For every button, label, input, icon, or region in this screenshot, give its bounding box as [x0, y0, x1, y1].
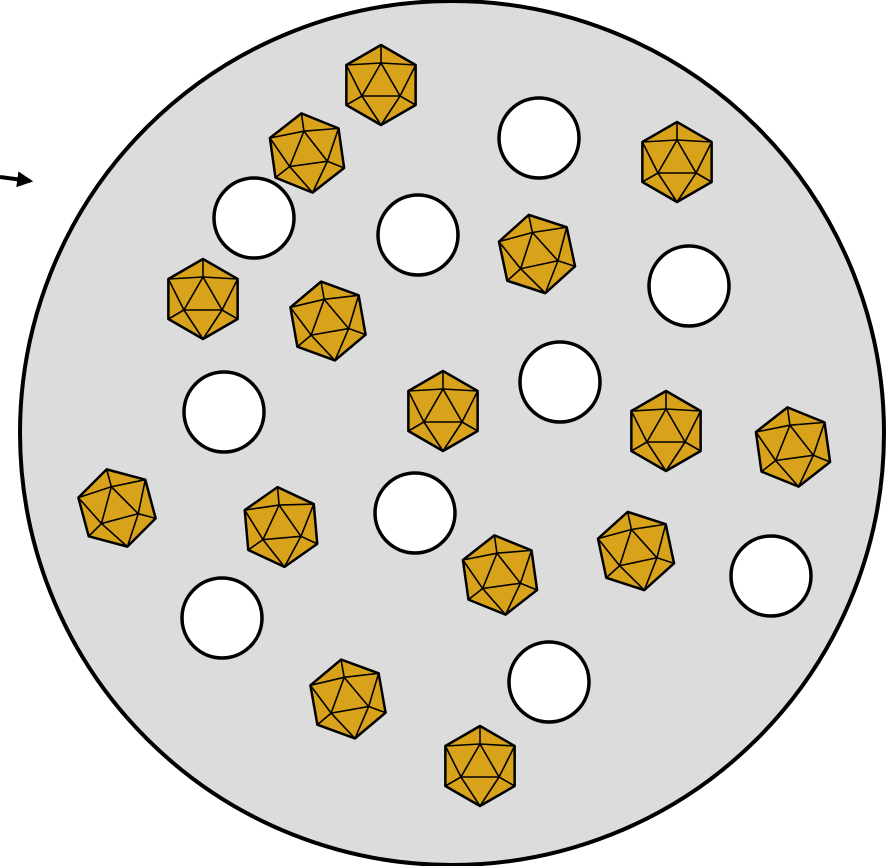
- empty-particle-10: [509, 642, 589, 722]
- empty-particle-9: [182, 578, 262, 658]
- empty-particle-7: [375, 473, 455, 553]
- empty-particle-4: [649, 246, 729, 326]
- empty-particle-3: [378, 195, 458, 275]
- empty-particle-5: [184, 372, 264, 452]
- empty-particle-1: [499, 98, 579, 178]
- empty-particle-8: [731, 536, 811, 616]
- empty-particle-2: [214, 178, 294, 258]
- pointer-arrow: [0, 177, 30, 181]
- empty-particle-6: [520, 342, 600, 422]
